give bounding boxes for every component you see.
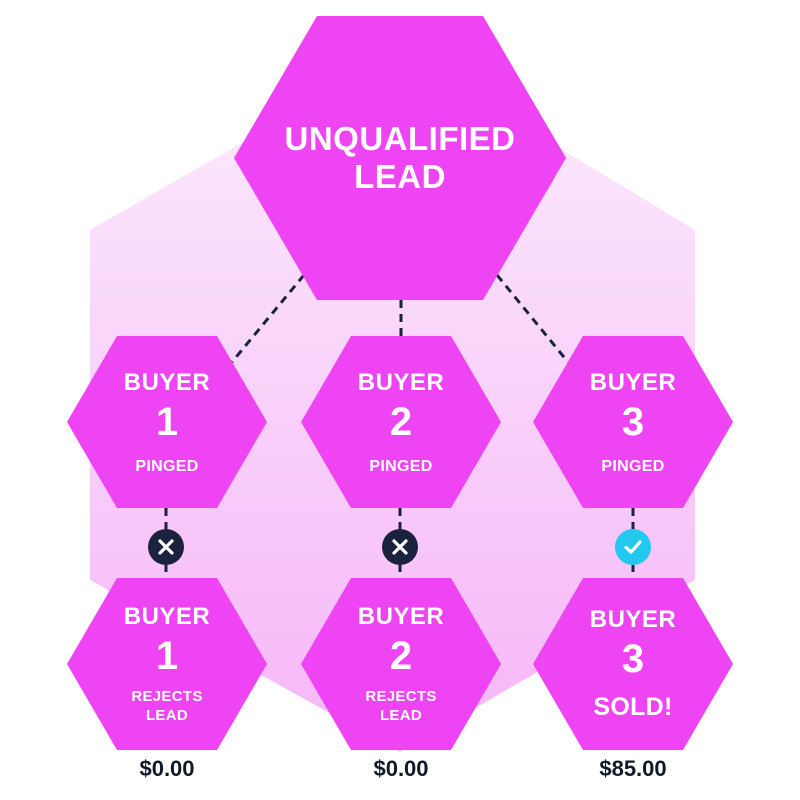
x-icon — [158, 539, 174, 555]
connector-top-buyer3 — [495, 274, 570, 363]
check-icon — [624, 540, 642, 554]
buyer-2-result-status-line1: REJECTS — [365, 688, 437, 705]
buyer-3-result-number: 3 — [621, 637, 645, 681]
buyer-3-pinged-number: 3 — [621, 399, 645, 444]
buyer-3-accept-badge — [615, 529, 651, 565]
unqualified-lead-hexagon: UNQUALIFIED LEAD — [234, 16, 566, 300]
buyer-1-pinged-status: PINGED — [135, 457, 199, 475]
buyer-3-pinged-title: BUYER — [589, 368, 677, 396]
buyer-2-pinged-status: PINGED — [369, 457, 433, 475]
buyer-2-result-hexagon: BUYER 2 REJECTS LEAD — [301, 578, 501, 750]
buyer-2-pinged-title: BUYER — [357, 368, 445, 396]
top-hexagon-line2: LEAD — [354, 158, 446, 195]
buyer-3-pinged-status: PINGED — [601, 457, 665, 475]
buyer-1-result-status-line1: REJECTS — [131, 688, 203, 705]
buyer-1-pinged-number: 1 — [155, 399, 179, 444]
x-icon — [392, 539, 408, 555]
buyer-1-price: $0.00 — [139, 756, 195, 781]
top-hexagon-line1: UNQUALIFIED — [284, 120, 516, 157]
buyer-2-result-title: BUYER — [357, 603, 445, 630]
buyer-3-price: $85.00 — [599, 756, 667, 781]
buyer-1-result-number: 1 — [155, 634, 179, 678]
buyer-1-reject-badge — [148, 529, 184, 565]
buyer-2-price: $0.00 — [373, 756, 429, 781]
buyer-2-pinged-hexagon: BUYER 2 PINGED — [301, 336, 501, 508]
buyer-3-result-status: SOLD! — [593, 693, 673, 721]
buyer-1-result-hexagon: BUYER 1 REJECTS LEAD — [67, 578, 267, 750]
buyer-2-reject-badge — [382, 529, 418, 565]
buyer-2-result-status-line2: LEAD — [379, 707, 423, 724]
buyer-2-pinged-number: 2 — [389, 399, 413, 444]
connector-top-buyer1 — [230, 274, 306, 363]
buyer-1-pinged-title: BUYER — [123, 368, 211, 396]
buyer-1-result-title: BUYER — [123, 603, 211, 630]
buyer-2-result-number: 2 — [389, 634, 413, 678]
buyer-1-result-status-line2: LEAD — [145, 707, 189, 724]
buyer-3-result-title: BUYER — [589, 606, 677, 633]
